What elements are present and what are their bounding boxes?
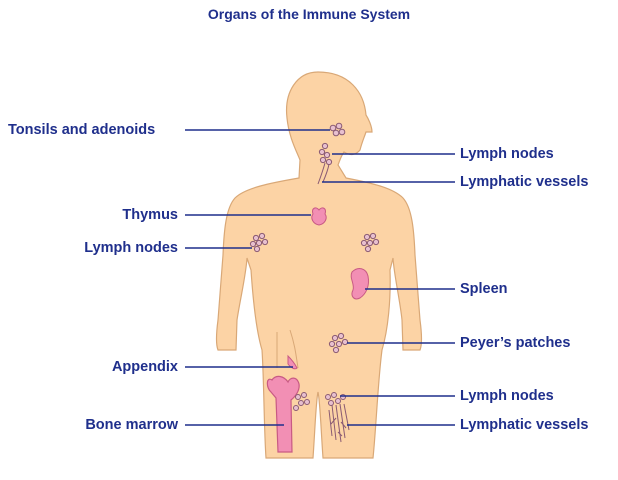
label-tonsils-and-adenoids: Tonsils and adenoids [8, 121, 155, 139]
label-peyers-patches: Peyer’s patches [460, 334, 570, 352]
label-bone-marrow: Bone marrow [40, 416, 178, 434]
label-thymus: Thymus [60, 206, 178, 224]
label-spleen: Spleen [460, 280, 508, 298]
label-appendix: Appendix [40, 358, 178, 376]
label-lymphatic-vessels-leg: Lymphatic vessels [460, 416, 588, 434]
label-lymph-nodes-armpit: Lymph nodes [40, 239, 178, 257]
label-lymphatic-vessels-neck: Lymphatic vessels [460, 173, 588, 191]
diagram-title: Organs of the Immune System [0, 6, 618, 22]
label-lymph-nodes-neck: Lymph nodes [460, 145, 554, 163]
label-lymph-nodes-groin: Lymph nodes [460, 387, 554, 405]
thymus-organ [312, 208, 326, 225]
